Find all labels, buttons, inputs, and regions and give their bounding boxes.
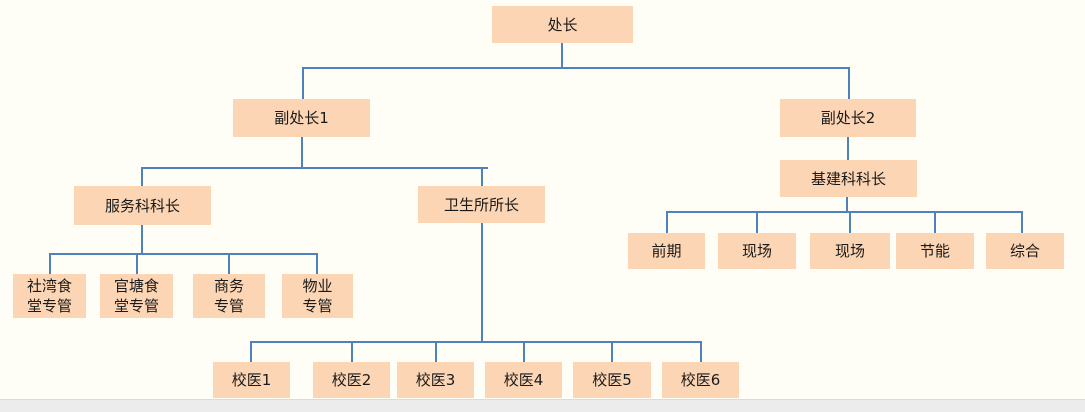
org-node-business-manager[interactable]: 商务 专管 [193,274,265,318]
org-node-property-manager[interactable]: 物业 专管 [282,274,353,318]
org-node-school-doctor-4[interactable]: 校医4 [485,362,562,398]
connector-line [847,137,849,160]
connector-line [141,167,143,186]
org-node-school-doctor-2[interactable]: 校医2 [313,362,390,398]
connector-line [49,253,51,274]
connector-line [849,211,851,233]
connector-line [666,211,668,233]
connector-line [666,211,1023,213]
org-node-school-doctor-6[interactable]: 校医6 [662,362,739,398]
connector-line [934,211,936,233]
org-node-school-doctor-5[interactable]: 校医5 [573,362,651,398]
connector-line [141,167,488,169]
org-node-deputy-1[interactable]: 副处长1 [233,99,370,137]
connector-line [481,223,483,342]
connector-line [302,67,304,99]
connector-line [1021,211,1023,233]
org-node-shewan-canteen-manager[interactable]: 社湾食 堂专管 [13,274,86,318]
org-node-director[interactable]: 处长 [492,6,633,43]
connector-line [228,253,230,274]
org-node-site-2[interactable]: 现场 [810,233,890,269]
connector-line [611,341,613,362]
connector-line [301,137,303,168]
org-node-guantang-canteen-manager[interactable]: 官塘食 堂专管 [100,274,173,318]
org-node-site-1[interactable]: 现场 [718,233,796,269]
connector-line [846,197,848,213]
org-node-service-section-chief[interactable]: 服务科科长 [74,186,211,225]
connector-line [141,225,143,254]
org-node-deputy-2[interactable]: 副处长2 [780,99,916,137]
org-node-early-stage[interactable]: 前期 [628,233,705,269]
connector-line [561,43,563,68]
connector-line [250,341,252,362]
connector-line [49,253,318,255]
connector-line [523,341,525,362]
org-node-school-doctor-3[interactable]: 校医3 [397,362,474,398]
org-node-infrastructure-section-chief[interactable]: 基建科科长 [780,160,917,197]
connector-line [136,253,138,274]
connector-line [700,341,702,362]
connector-line [250,341,702,343]
bottom-bar [0,399,1085,412]
connector-line [481,167,483,186]
connector-line [756,211,758,233]
connector-line [848,67,850,99]
connector-line [435,341,437,362]
connector-line [351,341,353,362]
org-node-energy-saving[interactable]: 节能 [896,233,974,269]
org-node-school-doctor-1[interactable]: 校医1 [213,362,290,398]
connector-line [302,67,850,69]
org-node-health-clinic-head[interactable]: 卫生所所长 [418,186,545,223]
connector-line [316,253,318,274]
org-node-general-affairs[interactable]: 综合 [986,233,1064,269]
